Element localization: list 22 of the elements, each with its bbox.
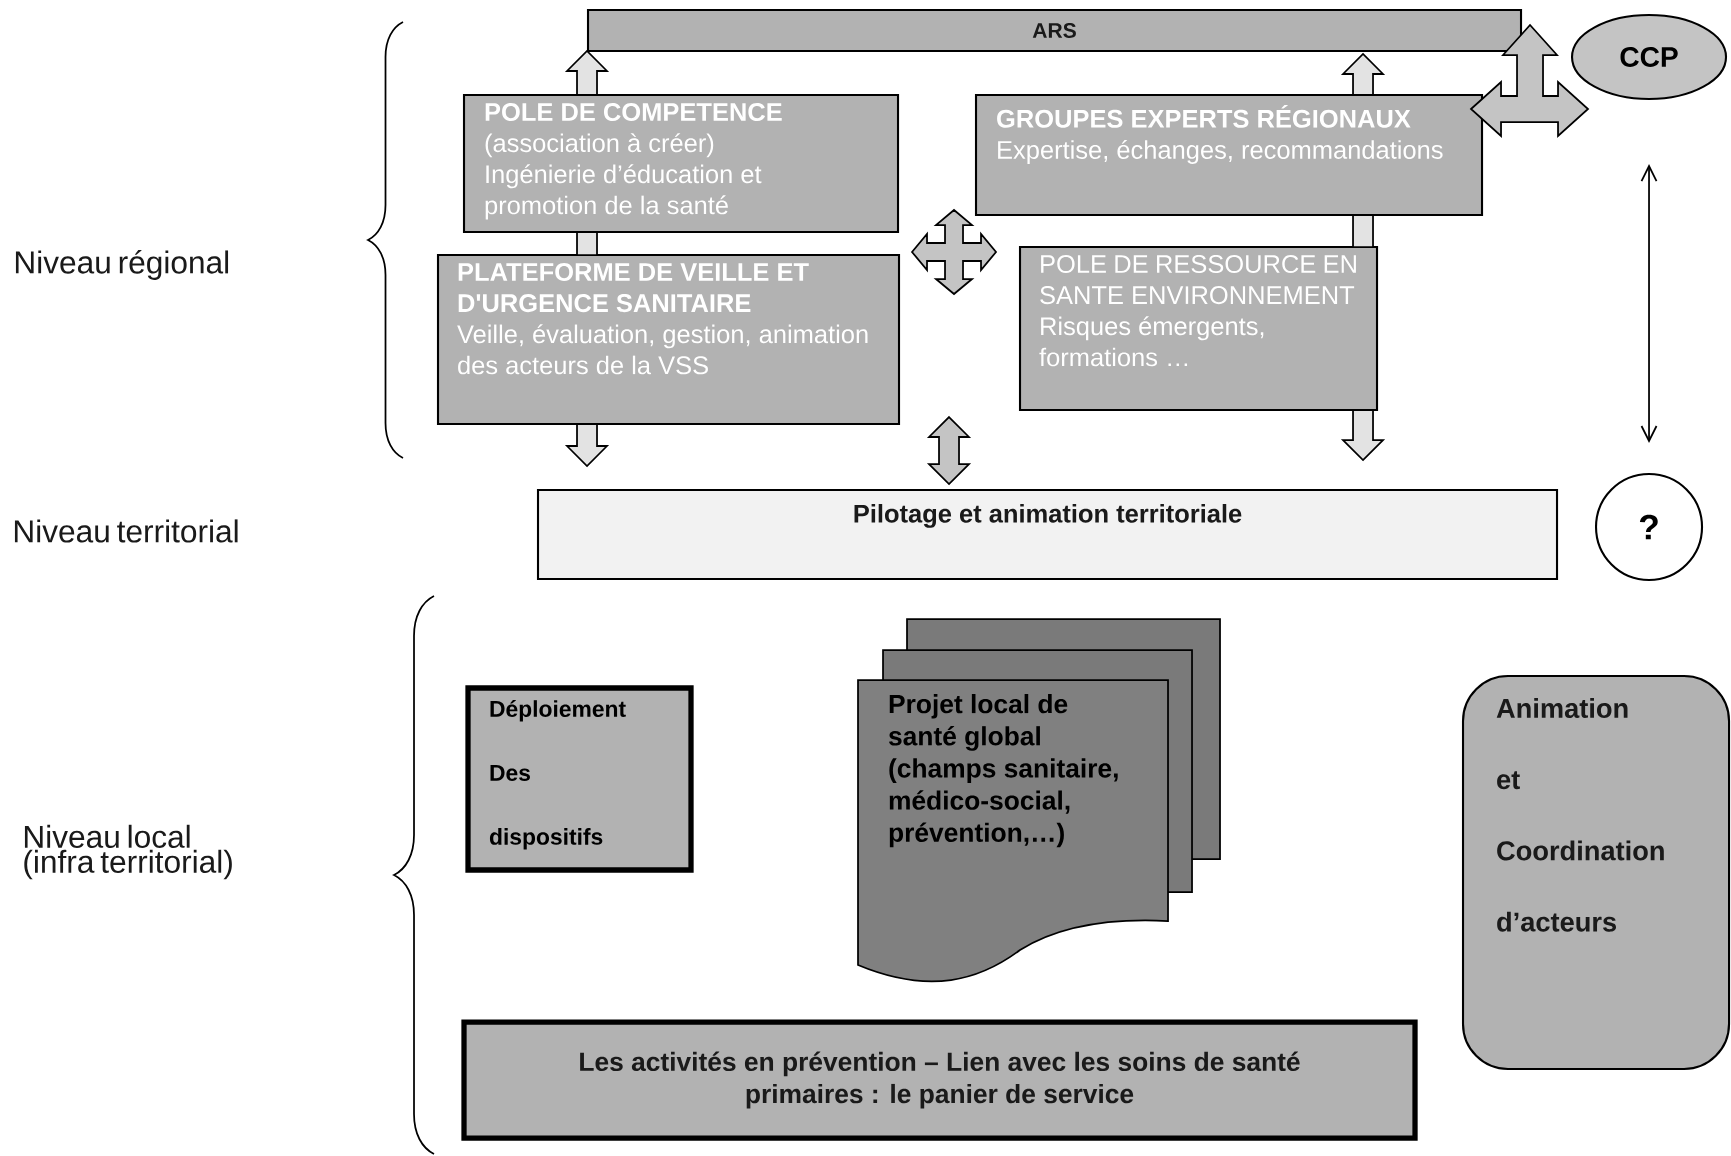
- block-arrow: [1340, 409, 1386, 462]
- process-box: POLE DE COMPETENCE (association à créer) Ingénierie d’éducation et promotion de la santé: [462, 93, 900, 234]
- level-label: Niveau territorial: [14, 519, 238, 543]
- arrow: [1640, 164, 1658, 443]
- block-arrow: [576, 231, 598, 256]
- circle-node: ?: [1594, 472, 1704, 582]
- block-arrow: [564, 49, 610, 96]
- level-label: Niveau local (infra territorial): [24, 824, 232, 880]
- process-box: Déploiement Des dispositifs: [465, 685, 694, 873]
- ellipse-node: CCP: [1570, 13, 1728, 101]
- header-bar: ARS: [586, 8, 1523, 53]
- block-arrow: [564, 423, 610, 468]
- process-box: Les activités en prévention – Lien avec les soins de santé primaires : le panier de service: [461, 1019, 1418, 1141]
- process-box: PLATEFORME DE VEILLE ET D'URGENCE SANITAIRE Veille, évaluation, gestion, animation des acteurs de la VSS: [436, 253, 901, 426]
- level-label: Niveau régional: [15, 250, 229, 280]
- document-stack: Projet local de santé global (champs sanitaire, médico-social, prévention,…): [857, 618, 1221, 983]
- process-box: POLE DE RESSOURCE EN SANTE ENVIRONNEMENT Risques émergents, formations …: [1018, 245, 1379, 412]
- banner-box: Pilotage et animation territoriale: [536, 488, 1559, 581]
- process-box: GROUPES EXPERTS RÉGIONAUX Expertise, échanges, recommandations: [974, 93, 1484, 217]
- rounded-box: Animation et Coordination d’acteurs: [1461, 674, 1731, 1071]
- block-arrow: [1352, 214, 1374, 248]
- block-arrow: [1340, 52, 1386, 96]
